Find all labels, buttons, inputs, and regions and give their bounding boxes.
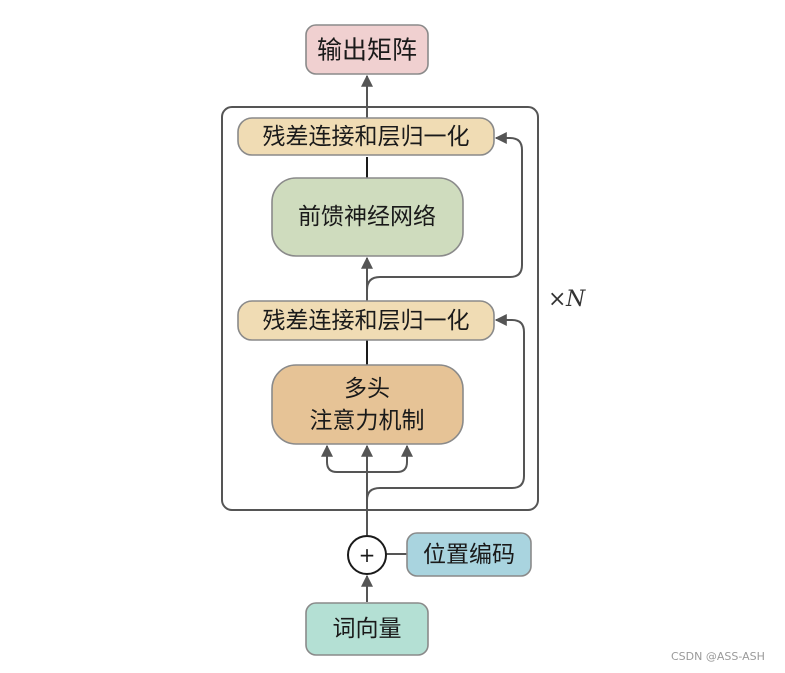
watermark: CSDN @ASS-ASH — [671, 650, 765, 663]
edge-residual-2 — [366, 132, 523, 291]
repeat-times-symbol: × — [548, 287, 566, 312]
add-norm-bottom-label: 残差连接和层归一化 — [263, 308, 470, 334]
positional-encoding-node: 位置编码 — [406, 532, 532, 577]
positional-encoding-label: 位置编码 — [423, 542, 515, 568]
edge-branch-right — [367, 444, 413, 473]
mha-label-line1: 多头 — [344, 376, 390, 402]
add-norm-top-node: 残差连接和层归一化 — [237, 117, 495, 156]
encoder-block-frame — [221, 106, 539, 511]
word-vectors-label: 词向量 — [333, 616, 402, 642]
edge-branch-left — [321, 444, 367, 473]
sum-node: + — [347, 535, 387, 575]
edges — [321, 74, 525, 602]
word-vectors-node: 词向量 — [305, 602, 429, 656]
repeat-count-var: N — [565, 287, 586, 312]
ffn-label: 前馈神经网络 — [298, 204, 436, 230]
add-norm-bottom-node: 残差连接和层归一化 — [237, 300, 495, 341]
mha-label-line2: 注意力机制 — [310, 408, 425, 434]
output-matrix-node: 输出矩阵 — [305, 24, 429, 75]
multi-head-attention-node: 多头 注意力机制 — [271, 364, 464, 445]
sum-symbol: + — [359, 543, 376, 567]
edge-residual-1 — [366, 314, 525, 501]
ffn-node: 前馈神经网络 — [271, 177, 464, 257]
output-matrix-label: 输出矩阵 — [317, 36, 417, 65]
add-norm-top-label: 残差连接和层归一化 — [263, 124, 470, 150]
